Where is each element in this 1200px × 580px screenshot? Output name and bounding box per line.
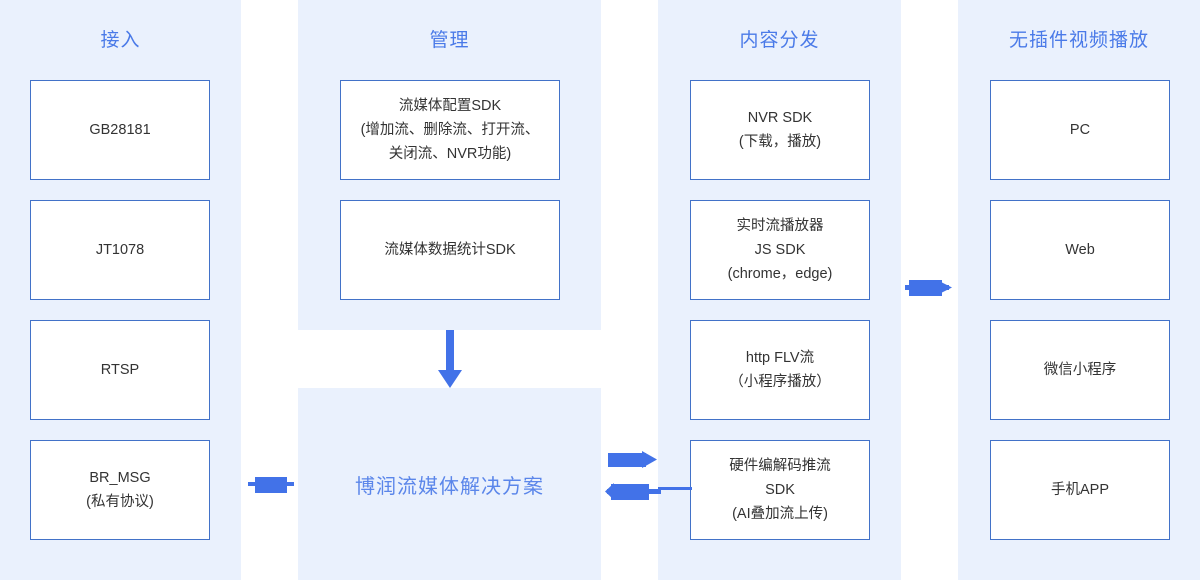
node-pc[interactable]: PC xyxy=(990,80,1170,180)
node-web[interactable]: Web xyxy=(990,200,1170,300)
column-heading-distribution: 内容分发 xyxy=(739,30,820,51)
node-wechat-miniapp[interactable]: 微信小程序 xyxy=(990,320,1170,420)
node-streaming-config-sdk[interactable]: 流媒体配置SDK (增加流、删除流、打开流、 关闭流、NVR功能) xyxy=(340,80,560,180)
column-heading-playback: 无插件视频播放 xyxy=(1008,30,1149,51)
arrow-solution-to-distribution-icon xyxy=(608,448,658,472)
node-hardware-codec-sdk[interactable]: 硬件编解码推流 SDK (AI叠加流上传) xyxy=(690,440,870,540)
node-jt1078[interactable]: JT1078 xyxy=(30,200,210,300)
connector-hardware-sdk-line xyxy=(658,487,692,490)
arrow-access-to-solution-icon xyxy=(248,473,296,497)
column-band-solution xyxy=(298,388,601,580)
node-nvr-sdk[interactable]: NVR SDK (下载，播放) xyxy=(690,80,870,180)
arrow-down-to-solution-icon xyxy=(436,330,464,390)
node-br-msg[interactable]: BR_MSG (私有协议) xyxy=(30,440,210,540)
arrow-distribution-to-playback-icon xyxy=(905,275,953,301)
node-gb28181[interactable]: GB28181 xyxy=(30,80,210,180)
arrow-distribution-to-solution-icon xyxy=(605,480,661,504)
node-rtsp[interactable]: RTSP xyxy=(30,320,210,420)
column-heading-management: 管理 xyxy=(429,30,470,51)
node-streaming-stats-sdk[interactable]: 流媒体数据统计SDK xyxy=(340,200,560,300)
column-heading-access: 接入 xyxy=(100,30,141,51)
node-http-flv-stream[interactable]: http FLV流 （小程序播放） xyxy=(690,320,870,420)
solution-title: 博润流媒体解决方案 xyxy=(355,475,544,498)
node-mobile-app[interactable]: 手机APP xyxy=(990,440,1170,540)
node-realtime-js-sdk[interactable]: 实时流播放器 JS SDK (chrome，edge) xyxy=(690,200,870,300)
